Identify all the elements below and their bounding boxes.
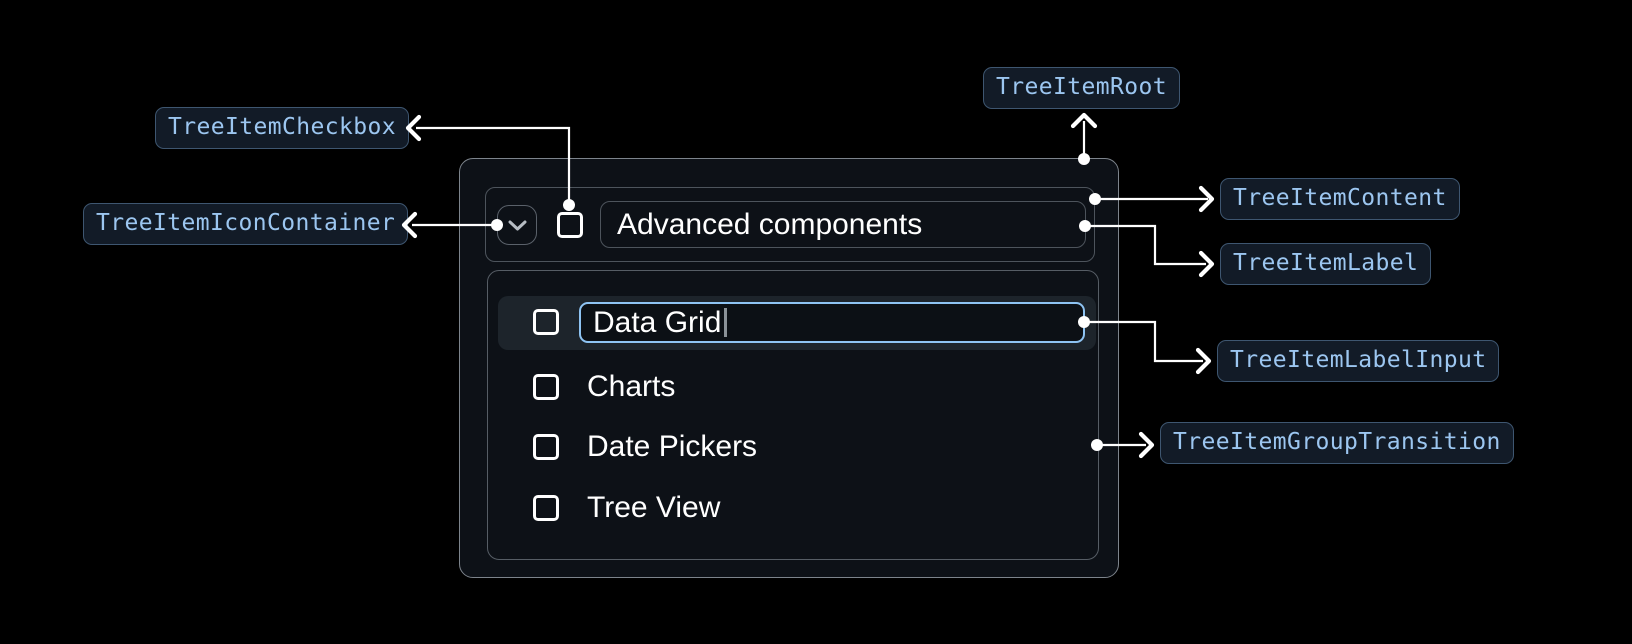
tree-item-label-text: Date Pickers bbox=[587, 430, 758, 463]
tree-item-row-editing[interactable]: Data Grid bbox=[498, 296, 1096, 350]
arrowhead-right-icon bbox=[1198, 185, 1215, 213]
tree-item-checkbox[interactable] bbox=[533, 434, 559, 460]
arrowhead-right-icon bbox=[1198, 250, 1215, 278]
tree-item-checkbox[interactable] bbox=[557, 212, 583, 238]
tree-item-row[interactable]: Charts bbox=[533, 370, 675, 404]
annotation-tree-item-root: TreeItemRoot bbox=[983, 67, 1180, 109]
annotation-tree-item-group-transition: TreeItemGroupTransition bbox=[1160, 422, 1514, 464]
text-caret bbox=[724, 308, 727, 337]
label-input-value: Data Grid bbox=[593, 305, 722, 339]
tree-item-row[interactable]: Tree View bbox=[533, 491, 720, 525]
tree-item-content[interactable]: Advanced components bbox=[485, 187, 1095, 262]
tree-item-label-text: Charts bbox=[587, 370, 676, 403]
arrowhead-up-icon bbox=[1070, 112, 1098, 129]
expand-button[interactable] bbox=[497, 205, 537, 245]
tree-item-label: Advanced components bbox=[600, 201, 1086, 248]
chevron-down-icon bbox=[508, 220, 527, 231]
annotation-tree-item-label-input: TreeItemLabelInput bbox=[1217, 340, 1500, 382]
tree-item-checkbox[interactable] bbox=[533, 374, 559, 400]
annotation-tree-item-label: TreeItemLabel bbox=[1220, 243, 1432, 285]
tree-item-label-text: Advanced components bbox=[617, 207, 923, 241]
tree-item-label-input[interactable]: Data Grid bbox=[579, 302, 1085, 343]
tree-item-label-text: Tree View bbox=[587, 491, 721, 524]
tree-item-row[interactable]: Date Pickers bbox=[533, 430, 757, 464]
tree-item-root bbox=[459, 158, 1119, 578]
annotation-tree-item-content: TreeItemContent bbox=[1220, 178, 1460, 220]
arrowhead-right-icon bbox=[1195, 347, 1212, 375]
annotation-tree-item-checkbox: TreeItemCheckbox bbox=[155, 107, 409, 149]
tree-item-checkbox[interactable] bbox=[533, 309, 559, 335]
tree-item-checkbox[interactable] bbox=[533, 495, 559, 521]
annotation-tree-item-icon-container: TreeItemIconContainer bbox=[83, 203, 409, 245]
arrowhead-left-icon bbox=[405, 114, 422, 142]
arrowhead-right-icon bbox=[1138, 431, 1155, 459]
tree-item-group-transition: Data Grid Charts Date Pickers Tree View bbox=[487, 270, 1099, 560]
